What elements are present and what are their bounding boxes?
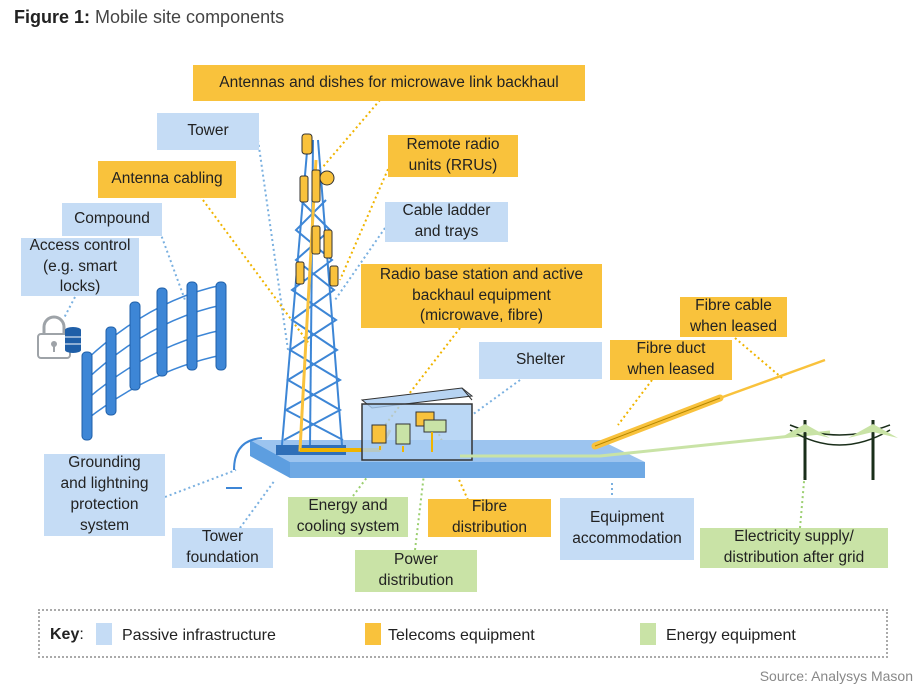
label-fibre-cable: Fibre cable when leased [680, 297, 787, 337]
compound-fence [85, 284, 223, 421]
power-feed [460, 430, 831, 458]
lock-icon [37, 315, 81, 359]
leader-fibre-cable [734, 337, 783, 379]
shelter-equipment [371, 411, 447, 445]
power-poles [803, 420, 875, 480]
antennas [295, 133, 339, 287]
leader-foundation [239, 479, 276, 529]
figure-title-prefix: Figure 1: [14, 7, 91, 27]
leader-compound [159, 231, 186, 301]
legend-label-energy: Energy equipment [666, 627, 796, 644]
label-access-control: Access control (e.g. smart locks) [21, 237, 139, 296]
fibre-cable [719, 358, 826, 400]
figure-title-text: Mobile site components [90, 7, 285, 27]
legend: Key: Passive infrastructure Telecoms equ… [38, 609, 888, 658]
leader-fibre-duct [617, 379, 653, 426]
leader-antenna-cabling [199, 195, 311, 346]
label-tower: Tower [157, 113, 259, 150]
legend-label-telecoms: Telecoms equipment [388, 627, 535, 644]
label-antenna-cabling: Antenna cabling [98, 161, 236, 198]
legend-title: Key: [50, 626, 84, 644]
fibre-duct-outline [594, 397, 721, 447]
label-power-distribution: Power distribution [355, 550, 477, 592]
label-energy-cooling: Energy and cooling system [288, 497, 408, 537]
legend-label-passive: Passive infrastructure [122, 627, 276, 644]
leader-access [63, 296, 76, 319]
label-compound: Compound [62, 203, 162, 236]
leader-antennas [321, 99, 381, 169]
grounding-rod [226, 437, 263, 489]
label-shelter: Shelter [479, 342, 602, 379]
legend-title-text: Key [50, 626, 80, 643]
label-antennas-dishes: Antennas and dishes for microwave link b… [193, 65, 585, 101]
label-electricity-supply: Electricity supply/ distribution after g… [700, 528, 888, 568]
label-rbs: Radio base station and active backhaul e… [361, 264, 602, 328]
leader-shelter [471, 379, 521, 416]
label-equipment-accommodation: Equipment accommodation [560, 498, 694, 560]
legend-swatch-passive [96, 623, 112, 645]
shelter-cables [379, 432, 433, 452]
legend-swatch-telecoms [365, 623, 381, 645]
label-cable-ladder: Cable ladder and trays [385, 202, 508, 242]
leader-tower [257, 139, 289, 351]
leader-rru [339, 159, 393, 281]
fence-posts [81, 281, 227, 441]
figure-title: Figure 1: Mobile site components [14, 7, 284, 28]
label-rru: Remote radio units (RRUs) [388, 135, 518, 177]
legend-title-colon: : [79, 626, 84, 643]
leader-power [414, 439, 429, 551]
label-tower-foundation: Tower foundation [172, 528, 273, 568]
leader-rbs [384, 327, 461, 426]
label-fibre-duct: Fibre duct when leased [610, 340, 732, 380]
source-note: Source: Analysys Mason [759, 668, 913, 684]
pole-insulators [780, 424, 898, 438]
label-grounding: Grounding and lightning protection syste… [44, 454, 165, 536]
leader-lines [63, 99, 806, 551]
legend-swatch-energy [640, 623, 656, 645]
label-fibre-distribution: Fibre distribution [428, 498, 551, 537]
leader-grounding [164, 469, 237, 498]
